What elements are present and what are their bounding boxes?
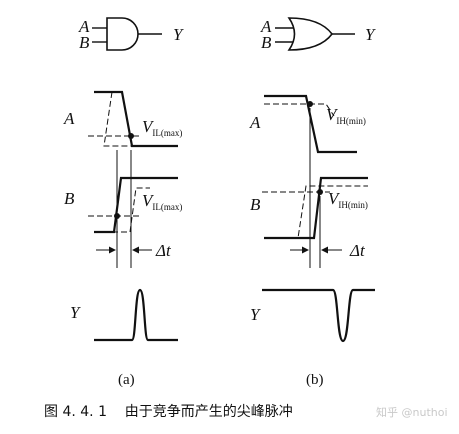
right-waveform-a: A VIH(min) — [249, 94, 366, 154]
left-waveform-b: B VIL(max) — [64, 176, 182, 234]
and-gate: A B Y — [78, 17, 184, 52]
right-delta-t: Δt — [290, 108, 366, 268]
left-delta-label: Δt — [155, 241, 172, 260]
or-gate: A B Y — [260, 17, 376, 52]
and-input-b-label: B — [79, 33, 90, 52]
figure-caption: 图 4. 4. 1 由于竞争而产生的尖峰脉冲 — [44, 403, 293, 420]
right-threshold-a-label: VIH(min) — [326, 105, 366, 126]
or-input-b-label: B — [261, 33, 272, 52]
left-delta-t: Δt — [96, 150, 172, 268]
watermark: 知乎 @nuthoi — [376, 405, 448, 419]
left-threshold-b-label: VIL(max) — [142, 191, 182, 212]
left-caption: (a) — [118, 372, 135, 388]
or-input-a-label: A — [260, 17, 272, 36]
left-row-y-label: Y — [70, 303, 81, 322]
right-row-y-label: Y — [250, 305, 261, 324]
right-row-b-label: B — [250, 195, 261, 214]
right-delta-label: Δt — [349, 241, 366, 260]
right-row-a-label: A — [249, 113, 261, 132]
and-output-label: Y — [173, 25, 184, 44]
right-threshold-b-label: VIH(min) — [328, 189, 368, 210]
left-waveform-a: A VIL(max) — [63, 90, 182, 148]
left-row-a-label: A — [63, 109, 75, 128]
or-output-label: Y — [365, 25, 376, 44]
left-row-b-label: B — [64, 189, 75, 208]
and-input-a-label: A — [78, 17, 90, 36]
left-threshold-a-label: VIL(max) — [142, 117, 182, 138]
right-caption: (b) — [306, 372, 324, 388]
right-waveform-b: B VIH(min) — [250, 176, 368, 240]
left-waveform-y: Y — [70, 288, 178, 342]
right-waveform-y: Y — [250, 288, 375, 343]
